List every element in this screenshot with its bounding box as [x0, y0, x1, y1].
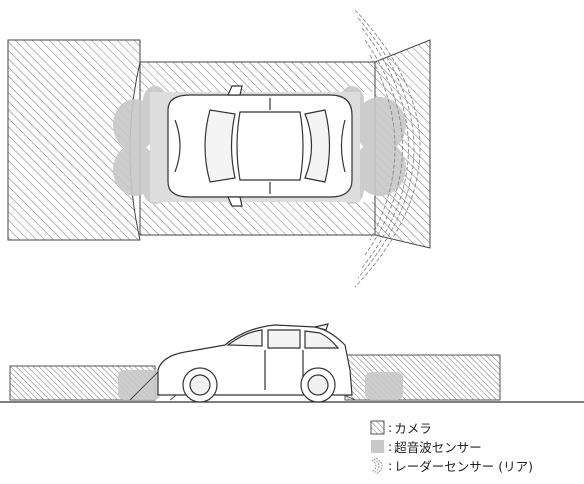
legend-item-ultrasonic: : 超音波センサー — [370, 437, 580, 456]
legend: : カメラ : 超音波センサー : レーダーセンサー (リア) — [370, 418, 580, 475]
legend-item-camera: : カメラ — [370, 418, 580, 437]
top-view — [7, 9, 431, 288]
legend-label-radar: レーダーセンサー (リア) — [394, 459, 533, 474]
radar-arcs — [354, 9, 421, 288]
legend-item-radar: : レーダーセンサー (リア) — [370, 456, 580, 475]
legend-separator: : — [388, 458, 393, 473]
side-ultrasonic-zones — [118, 370, 403, 400]
legend-swatch-radar — [371, 457, 383, 475]
legend-swatches — [370, 420, 385, 475]
legend-separator: : — [388, 439, 393, 454]
side-view — [0, 323, 584, 403]
camera-zone-top — [140, 62, 375, 92]
legend-separator: : — [388, 420, 393, 435]
car-top-view — [167, 85, 353, 207]
camera-zone-bottom — [140, 202, 375, 235]
legend-swatch-camera — [370, 420, 385, 435]
legend-label-camera: カメラ — [394, 421, 432, 436]
car-side-view — [157, 323, 353, 403]
legend-label-ultrasonic: 超音波センサー — [394, 440, 482, 455]
legend-swatch-ultrasonic — [371, 440, 384, 453]
